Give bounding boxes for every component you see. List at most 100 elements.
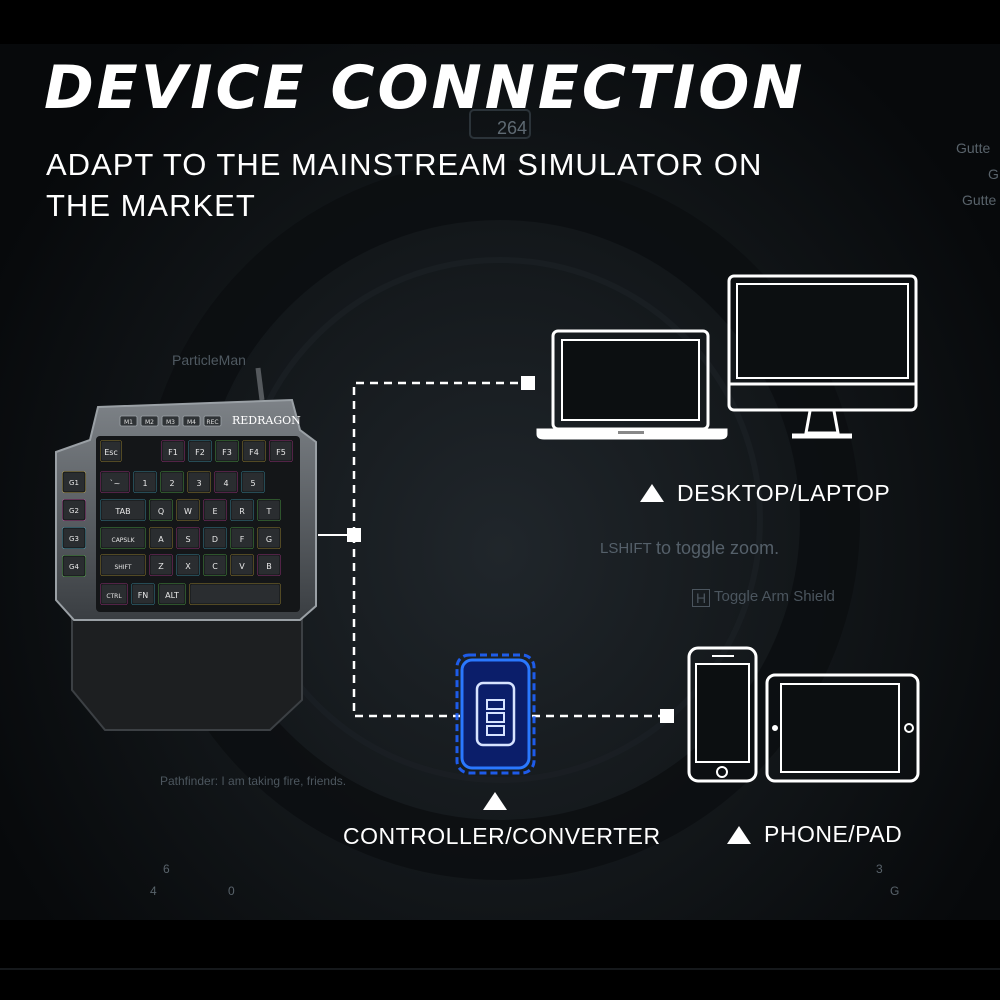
desktop-pointer-triangle — [640, 484, 664, 502]
key-alt: ALT — [158, 583, 186, 605]
side-key-g3: G3 — [62, 527, 86, 549]
svg-text:B: B — [266, 562, 272, 571]
phone-pointer-triangle — [727, 826, 751, 844]
svg-text:Esc: Esc — [104, 448, 118, 457]
svg-text:M1: M1 — [124, 419, 133, 426]
tablet-icon — [765, 673, 920, 783]
top-black-band — [0, 0, 1000, 44]
svg-text:G: G — [266, 535, 272, 544]
controller-converter-label: CONTROLLER/CONVERTER — [343, 823, 661, 849]
svg-text:CAPSLK: CAPSLK — [112, 537, 136, 544]
svg-text:4: 4 — [223, 479, 228, 488]
compass-readout: 264 — [497, 118, 528, 138]
svg-text:A: A — [158, 535, 164, 544]
ammo-count-5: G — [890, 884, 900, 898]
keyboard-cable — [255, 367, 265, 401]
key-t: T — [257, 499, 281, 521]
page-title: DEVICE CONNECTION — [44, 53, 806, 123]
svg-text:F: F — [240, 535, 245, 544]
key-4: 4 — [214, 471, 238, 493]
page-subtitle: ADAPT TO THE MAINSTREAM SIMULATOR ON THE… — [46, 147, 763, 223]
key-f3: F3 — [215, 440, 239, 462]
svg-text:F4: F4 — [249, 448, 259, 457]
key-f1: F1 — [161, 440, 185, 462]
key-e: E — [203, 499, 227, 521]
zoom-hint-text: to toggle zoom. — [656, 538, 780, 558]
svg-text:C: C — [212, 562, 218, 571]
key-f5: F5 — [269, 440, 293, 462]
svg-text:G3: G3 — [69, 535, 79, 543]
side-item-2: G — [988, 166, 999, 182]
chat-message: Pathfinder: I am taking fire, friends. — [160, 774, 347, 788]
key-w: W — [176, 499, 200, 521]
svg-text:G1: G1 — [69, 479, 79, 487]
svg-text:ALT: ALT — [165, 591, 179, 600]
desktop-laptop-label: DESKTOP/LAPTOP — [677, 480, 891, 506]
svg-text:Z: Z — [158, 562, 164, 571]
key-ctrl: CTRL — [100, 583, 128, 605]
svg-text:F1: F1 — [168, 448, 178, 457]
side-item-3: Gutte — [962, 192, 997, 208]
svg-text:T: T — [266, 507, 272, 516]
svg-text:CTRL: CTRL — [106, 593, 122, 600]
svg-text:M4: M4 — [187, 419, 196, 426]
side-key-g1: G1 — [62, 471, 86, 493]
svg-text:F5: F5 — [276, 448, 286, 457]
svg-text:G2: G2 — [69, 507, 79, 515]
svg-text:5: 5 — [250, 479, 255, 488]
converter-pointer-triangle — [483, 792, 507, 810]
svg-text:2: 2 — [169, 479, 174, 488]
converter-device-icon — [455, 653, 536, 775]
svg-text:V: V — [239, 562, 245, 571]
key-esc: Esc — [100, 440, 122, 462]
key-capslk: CAPSLK — [100, 527, 146, 549]
key-f: F — [230, 527, 254, 549]
key-f4: F4 — [242, 440, 266, 462]
side-key-g2: G2 — [62, 499, 86, 521]
key-r: R — [230, 499, 254, 521]
key-f2: F2 — [188, 440, 212, 462]
svg-text:G4: G4 — [69, 563, 79, 571]
zoom-hint-key: LSHIFT — [600, 540, 652, 557]
phone-pad-label: PHONE/PAD — [764, 821, 903, 847]
key-d: D — [203, 527, 227, 549]
svg-text:F2: F2 — [195, 448, 205, 457]
phone-icon — [687, 646, 758, 783]
bottom-divider — [0, 968, 1000, 970]
svg-text:E: E — [212, 507, 217, 516]
key-g: G — [257, 527, 281, 549]
bottom-black-band — [0, 920, 1000, 1000]
junction-node — [347, 528, 361, 542]
svg-text:M3: M3 — [166, 419, 175, 426]
key-tab: TAB — [100, 499, 146, 521]
svg-text:TAB: TAB — [114, 507, 130, 516]
connection-lines — [318, 381, 666, 718]
svg-text:3: 3 — [196, 479, 201, 488]
svg-text:REC: REC — [206, 419, 218, 426]
key-b: B — [257, 554, 281, 576]
svg-text:F3: F3 — [222, 448, 232, 457]
svg-text:SHIFT: SHIFT — [114, 564, 131, 571]
svg-text:W: W — [184, 507, 192, 516]
key-3: 3 — [187, 471, 211, 493]
key-a: A — [149, 527, 173, 549]
key-5: 5 — [241, 471, 265, 493]
svg-text:S: S — [185, 535, 190, 544]
desktop-endpoint-node — [521, 376, 535, 390]
key-z: Z — [149, 554, 173, 576]
key-: `~ — [100, 471, 130, 493]
laptop-icon — [536, 329, 728, 440]
svg-text:D: D — [212, 535, 218, 544]
brand-logo: REDRAGON — [232, 414, 301, 427]
key-x: X — [176, 554, 200, 576]
macro-key-m4: M4 — [182, 415, 201, 427]
macro-key-rec: REC — [203, 415, 222, 427]
svg-text:X: X — [185, 562, 191, 571]
key-c: C — [203, 554, 227, 576]
phone-endpoint-node — [660, 709, 674, 723]
